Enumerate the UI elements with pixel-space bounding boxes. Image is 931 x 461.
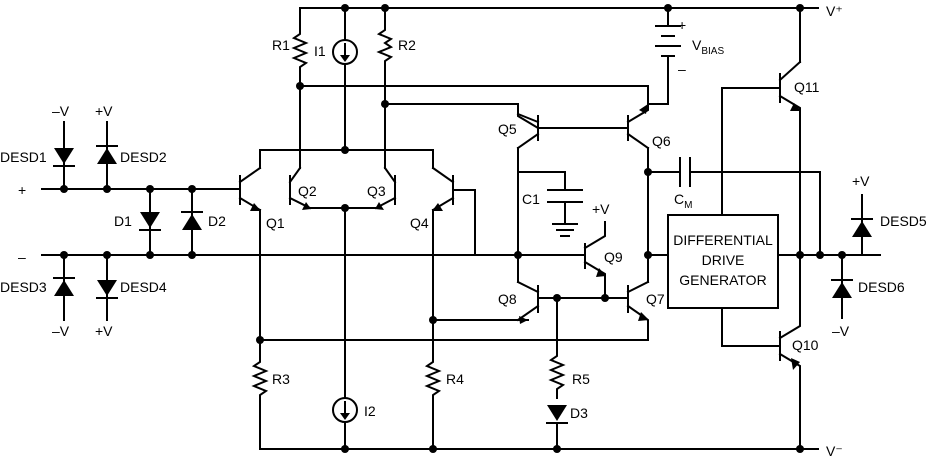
c1-label: C1 <box>522 191 540 207</box>
vpos-label: V⁺ <box>826 3 843 19</box>
desd3-supply-label: –V <box>52 323 70 339</box>
generator-line3: GENERATOR <box>679 272 766 288</box>
q11-label: Q11 <box>794 79 820 95</box>
q9-label: Q9 <box>604 249 623 265</box>
input-network <box>41 121 521 321</box>
generator-line2: DRIVE <box>702 252 745 268</box>
vbias-plus-label: + <box>678 17 686 33</box>
i1-label: I1 <box>314 43 326 59</box>
labels: V⁺ V⁻ + – –V +V –V +V +V –V DESD1 DESD2 … <box>0 3 927 459</box>
desd2-label: DESD2 <box>120 149 167 165</box>
desd1-supply-label: –V <box>52 103 70 119</box>
q4-label: Q4 <box>410 215 429 231</box>
desd6-label: DESD6 <box>858 279 905 295</box>
output-stage <box>647 7 881 450</box>
q6-label: Q6 <box>652 133 671 149</box>
vbias-label: VBIAS <box>692 37 724 57</box>
r5-label: R5 <box>572 371 590 387</box>
r3-label: R3 <box>272 371 290 387</box>
q5-label: Q5 <box>498 121 517 137</box>
positive-rail <box>299 4 819 12</box>
r2-label: R2 <box>398 37 416 53</box>
d1-label: D1 <box>114 213 132 229</box>
q3-label: Q3 <box>367 183 386 199</box>
desd1-label: DESD1 <box>0 149 47 165</box>
desd6-supply-label: –V <box>832 323 850 339</box>
d3-label: D3 <box>570 405 588 421</box>
mirror-stage <box>514 7 681 450</box>
desd5-label: DESD5 <box>880 213 927 229</box>
r4-label: R4 <box>446 371 464 387</box>
q7-label: Q7 <box>646 291 665 307</box>
plus-input-label: + <box>18 182 26 198</box>
q9-supply-label: +V <box>592 201 610 217</box>
desd2-supply-label: +V <box>95 103 113 119</box>
cm-label: CM <box>674 191 692 211</box>
q2-label: Q2 <box>298 183 317 199</box>
desd5-supply-label: +V <box>852 173 870 189</box>
generator-line1: DIFFERENTIAL <box>673 232 773 248</box>
d2-label: D2 <box>208 213 226 229</box>
vneg-label: V⁻ <box>826 443 843 459</box>
q1-label: Q1 <box>266 215 285 231</box>
desd3-label: DESD3 <box>0 279 47 295</box>
minus-input-label: – <box>18 249 26 265</box>
desd4-supply-label: +V <box>95 323 113 339</box>
desd4-label: DESD4 <box>120 279 167 295</box>
i2-label: I2 <box>364 403 376 419</box>
q8-label: Q8 <box>498 291 517 307</box>
negative-rail <box>259 445 819 453</box>
vbias-minus-label: – <box>678 61 686 77</box>
input-stage <box>238 7 649 450</box>
r1-label: R1 <box>272 37 290 53</box>
q10-label: Q10 <box>792 337 819 353</box>
